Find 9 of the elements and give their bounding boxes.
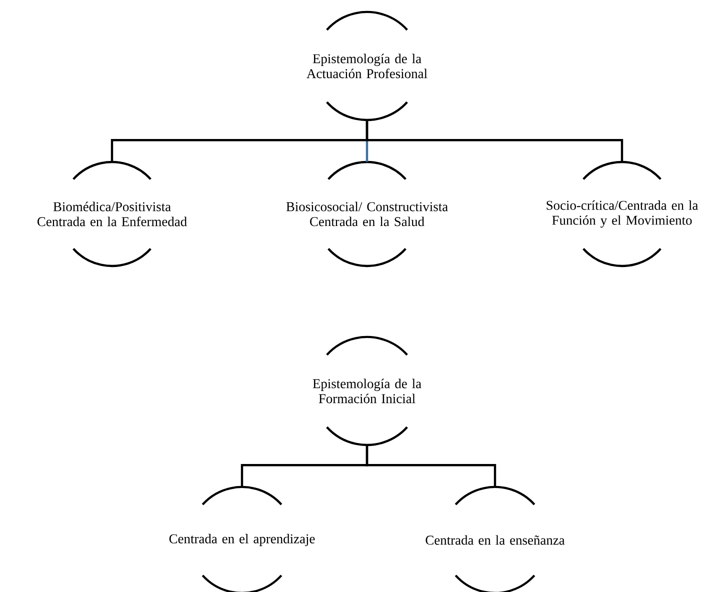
connector-line [366, 120, 624, 162]
arc-circle-node: Epistemología de la Formación Inicial [312, 336, 422, 446]
arc-circle-node: Biomédica/Positivista Centrada en la Enfermedad [38, 160, 187, 268]
arc-circle-node: Epistemología de la Actuación Profesional [306, 10, 428, 122]
connector-line [366, 445, 496, 487]
arc-circle-node: Socio-crítica/Centrada en la Función y el Movimiento [546, 160, 698, 268]
arc-circle-node: Biosicosocial/ Constructivista Centrada en la Salud [286, 160, 448, 268]
arc-circle-node: Centrada en la enseñanza [426, 486, 565, 592]
arc-circle-node: Centrada en el aprendizaje [169, 486, 315, 592]
